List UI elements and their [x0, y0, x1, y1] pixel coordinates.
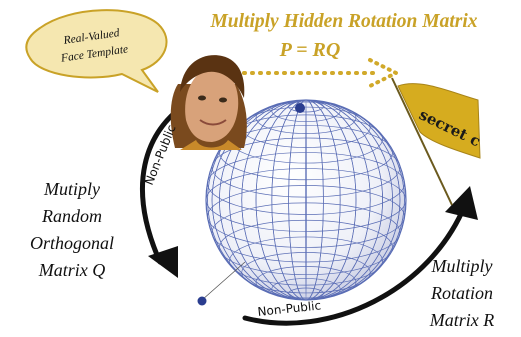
latitude-line [211, 202, 401, 263]
projected-point [197, 296, 207, 306]
point-leader-line [201, 261, 246, 301]
longitude-line [207, 100, 405, 300]
template-bubble: Real-Valued Face Template [25, 9, 168, 93]
left-label-line-1: Mutiply [43, 179, 100, 199]
longitude-line [271, 100, 341, 300]
latitude-line [229, 236, 383, 286]
longitude-line [241, 100, 371, 300]
title-equation: P = RQ [279, 39, 341, 61]
longitude-line [229, 100, 383, 300]
sphere-pole [295, 103, 305, 113]
left-label-line-2: Random [41, 206, 102, 226]
longitude-line [211, 100, 401, 300]
bottom-nonpublic-tag: Non-Public [257, 298, 322, 319]
right-label-line-3: Matrix R [429, 310, 495, 330]
latitude-line [255, 266, 357, 299]
left-label-line-4: Matrix Q [38, 260, 106, 280]
sphere [205, 99, 407, 301]
longitude-line [255, 100, 357, 300]
bottom-curved-arrow [242, 202, 468, 326]
right-label-line-1: Multiply [431, 256, 493, 276]
left-arrowhead [148, 246, 178, 278]
right-label-line-2: Rotation [430, 283, 493, 303]
title-line: Multiply Hidden Rotation Matrix [209, 11, 477, 32]
bottom-arrowhead [445, 186, 478, 220]
left-label-line-3: Orthogonal [30, 233, 114, 253]
latitude-line [255, 101, 357, 134]
latitude-line [211, 137, 401, 198]
face-photo [170, 55, 247, 150]
sphere-grid [206, 100, 406, 300]
longitude-line [288, 100, 324, 300]
secret-flag: secret c [391, 77, 483, 206]
latitude-line [206, 168, 406, 232]
longitude-line [305, 100, 307, 300]
longitude-line [219, 100, 393, 300]
dotted-arrowhead [368, 58, 401, 88]
